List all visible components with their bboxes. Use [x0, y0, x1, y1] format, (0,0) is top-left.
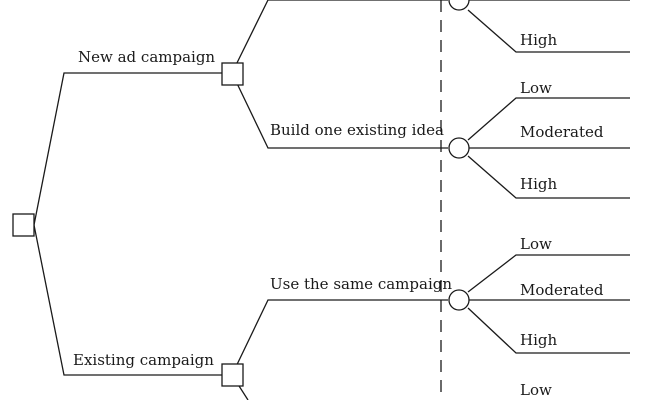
chance-node-top	[448, 0, 470, 11]
branch-new-ad-campaign	[33, 72, 232, 226]
branch-existing-campaign	[33, 224, 232, 376]
label-new-ad-campaign: New ad campaign	[78, 48, 215, 66]
label-outcome-high: High	[520, 175, 557, 193]
branch-use-same-campaign	[231, 299, 448, 376]
label-outcome-low: Low	[520, 79, 552, 97]
label-existing-campaign: Existing campaign	[73, 351, 214, 369]
branch-build-existing-idea	[231, 72, 448, 149]
lower-decision-node	[221, 363, 244, 387]
outcome-line-mid-low	[467, 97, 630, 141]
outcome-line-top-high	[467, 9, 630, 53]
label-build-existing-idea: Build one existing idea	[270, 121, 444, 139]
label-outcome-high: High	[520, 331, 557, 349]
branch-upper-top	[231, 0, 448, 74]
upper-decision-node	[221, 62, 244, 86]
chance-node-same	[448, 289, 470, 311]
label-outcome-low: Low	[520, 381, 552, 399]
root-decision-node	[12, 213, 35, 237]
label-outcome-low: Low	[520, 235, 552, 253]
label-outcome-high: High	[520, 31, 557, 49]
label-outcome-moderate: Moderated	[520, 281, 604, 299]
label-use-same-campaign: Use the same campaign	[270, 275, 452, 293]
label-outcome-moderate: Moderated	[520, 123, 604, 141]
outcome-line-low-high	[467, 307, 630, 354]
outcome-line-low-low	[467, 254, 630, 293]
chance-node-build	[448, 137, 470, 159]
outcome-line-mid-high	[467, 155, 630, 199]
